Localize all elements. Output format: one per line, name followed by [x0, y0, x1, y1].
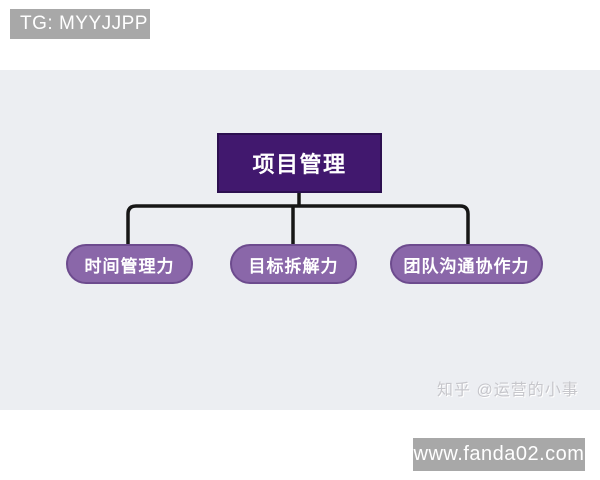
diagram-child-node-team-communication: 团队沟通协作力 [390, 244, 543, 284]
diagram-panel [0, 70, 600, 410]
zhihu-watermark: 知乎 @运营的小事 [437, 382, 579, 399]
tg-badge: TG: MYYJJPP [10, 9, 150, 39]
diagram-root-node: 项目管理 [217, 133, 382, 193]
footer-url-box: www.fanda02.com [413, 438, 585, 471]
diagram-child-node-goal-breakdown: 目标拆解力 [230, 244, 357, 284]
diagram-child-node-time-management: 时间管理力 [66, 244, 193, 284]
